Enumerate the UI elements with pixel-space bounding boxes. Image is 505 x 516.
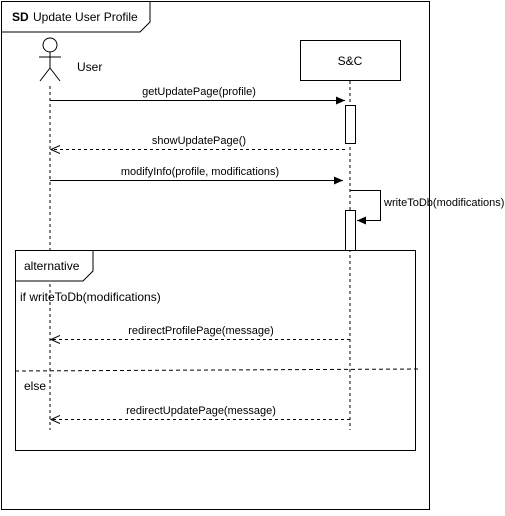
sd-title: Update User Profile <box>33 10 138 24</box>
message-label: modifyInfo(profile, modifications) <box>121 166 279 178</box>
alt-operand-divider <box>14 368 421 372</box>
message-label: writeToDb(modifications) <box>383 197 504 209</box>
message-label: showUpdatePage() <box>152 135 246 147</box>
stick-figure-icon <box>39 37 61 82</box>
user-lifeline-label: User <box>77 60 102 74</box>
activation-bar <box>345 210 356 251</box>
sd-frame-tab <box>1 1 151 33</box>
message-label: redirectUpdatePage(message) <box>126 405 276 417</box>
alt-fragment-tab <box>15 250 94 282</box>
alt-else-label: else <box>24 379 46 393</box>
message-label: redirectProfilePage(message) <box>128 325 274 337</box>
alt-fragment <box>15 250 416 451</box>
system-lifeline-box <box>300 40 401 81</box>
sd-keyword: SD <box>12 10 29 24</box>
alt-operator: alternative <box>24 259 80 273</box>
alt-guard: if writeToDb(modifications) <box>20 290 161 304</box>
system-lifeline-label: S&C <box>338 54 363 68</box>
message-label: getUpdatePage(profile) <box>142 86 256 98</box>
activation-bar <box>345 105 356 144</box>
self-call-arrow <box>350 190 381 225</box>
